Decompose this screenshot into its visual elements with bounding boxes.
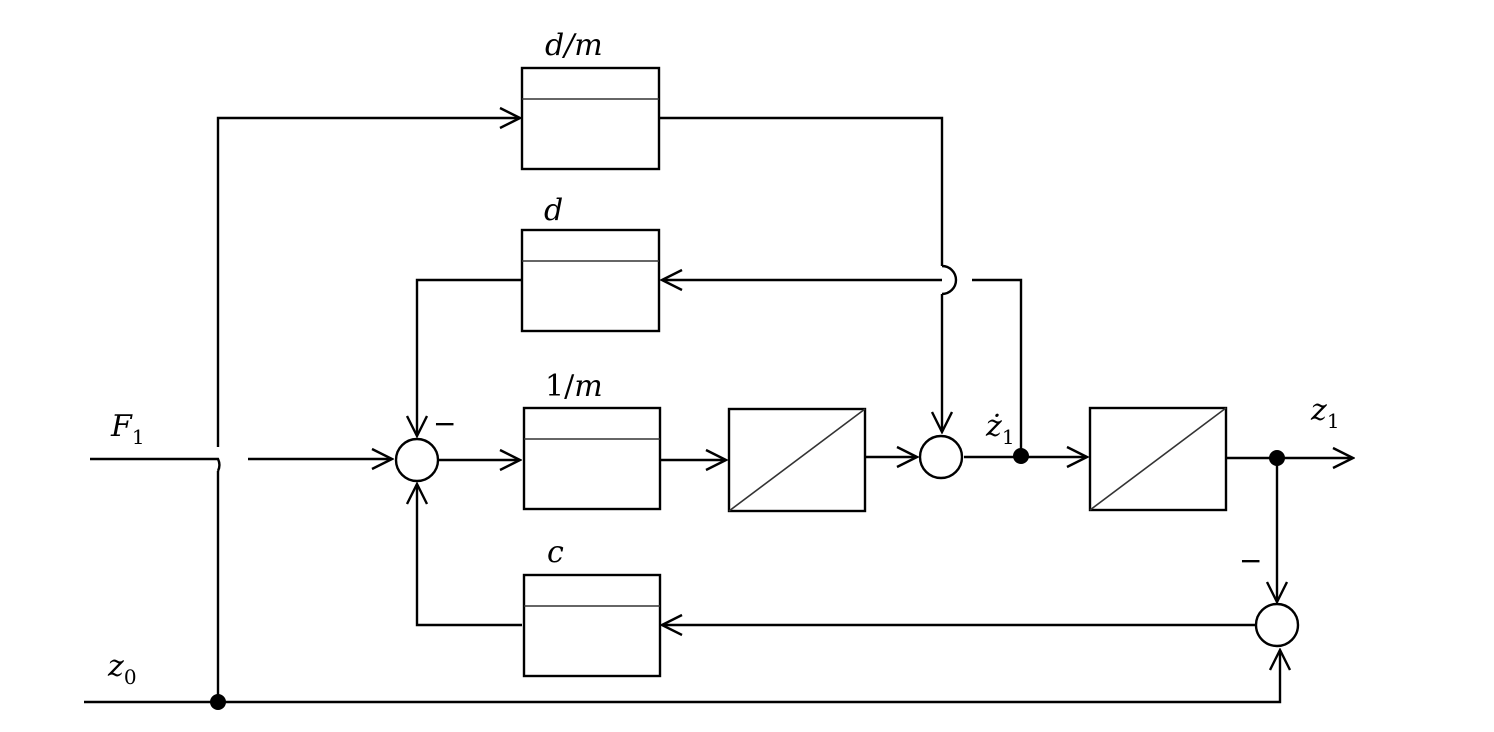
label-one-over-m: 1/m <box>545 369 603 404</box>
label-f1-sub: 1 <box>132 425 145 449</box>
label-z1-base: z <box>1310 393 1327 428</box>
sign-sum1-minus: − <box>433 407 456 440</box>
wire-z0-bottom <box>84 650 1280 704</box>
label-z1dot-base: ż <box>985 409 1002 444</box>
label-one-over-m-var: m <box>574 369 602 404</box>
label-z1dot: ż1 <box>985 409 1015 449</box>
label-f1: F1 <box>110 409 145 449</box>
block-d <box>520 228 661 333</box>
label-d: d <box>544 193 563 228</box>
label-f1-base: F <box>110 409 133 444</box>
label-z0-sub: 0 <box>124 665 137 689</box>
label-z1dot-sub: 1 <box>1002 425 1015 449</box>
label-c: c <box>547 535 564 570</box>
sum-junction-1 <box>394 437 440 483</box>
branch-dot-z1 <box>1269 450 1285 466</box>
wire-jump-arc <box>941 264 958 296</box>
wire-dm-out <box>660 116 944 266</box>
wire-f1-input <box>90 457 221 472</box>
wire-c-out <box>417 484 522 627</box>
wire-z0-vertical-upper <box>216 118 520 447</box>
branch-dot-z1dot <box>1013 448 1029 464</box>
sum-junction-2 <box>918 434 964 480</box>
wire-d-out <box>417 278 522 436</box>
block-one-over-m <box>522 406 662 511</box>
block-c <box>522 573 662 678</box>
sign-sum3-minus: − <box>1239 544 1262 577</box>
wire-z1dot-up <box>972 278 1023 455</box>
label-z0-base: z <box>107 649 124 684</box>
sum-junction-3 <box>1254 602 1300 648</box>
block-integrator-1 <box>727 407 867 513</box>
label-z0: z0 <box>107 649 137 689</box>
label-d-over-m: d/m <box>545 28 603 63</box>
block-integrator-2 <box>1088 406 1228 512</box>
label-one-over-m-num: 1/ <box>545 369 575 404</box>
block-d-over-m <box>520 66 661 171</box>
branch-dot-z0 <box>210 694 226 710</box>
label-z1: z1 <box>1310 393 1340 433</box>
label-z1-sub: 1 <box>1327 409 1340 433</box>
